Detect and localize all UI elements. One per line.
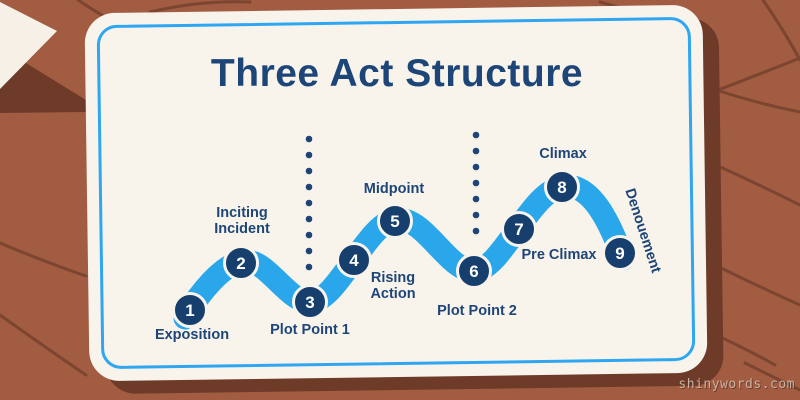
node-number: 2 bbox=[236, 253, 246, 273]
milestone-node-3: 3 bbox=[292, 284, 328, 320]
node-number: 6 bbox=[469, 261, 479, 281]
node-number: 1 bbox=[185, 300, 195, 320]
node-number: 4 bbox=[349, 250, 359, 270]
page-title: Three Act Structure bbox=[210, 52, 584, 95]
milestone-node-9: 9 bbox=[602, 235, 638, 271]
milestone-node-6: 6 bbox=[456, 253, 492, 289]
milestone-node-2: 2 bbox=[223, 245, 259, 281]
milestone-node-8: 8 bbox=[544, 169, 580, 205]
node-number: 9 bbox=[615, 243, 625, 263]
milestone-label-plot-point-2: Plot Point 2 bbox=[437, 303, 517, 319]
watermark: shinywords.com bbox=[678, 377, 795, 392]
milestone-label-climax: Climax bbox=[539, 146, 587, 162]
milestone-label-exposition: Exposition bbox=[154, 327, 230, 343]
milestone-label-plot-point-1: Plot Point 1 bbox=[270, 322, 350, 338]
milestone-label-inciting-incident: Inciting Incident bbox=[214, 205, 270, 237]
node-number: 7 bbox=[514, 219, 524, 239]
arrow-decoration bbox=[0, 2, 57, 89]
milestone-node-7: 7 bbox=[501, 211, 537, 247]
milestone-label-rising-action: Rising Action bbox=[370, 270, 416, 302]
milestone-label-midpoint: Midpoint bbox=[363, 181, 425, 197]
milestone-node-1: 1 bbox=[172, 292, 208, 328]
node-number: 3 bbox=[305, 292, 315, 312]
milestone-label-pre-climax: Pre Climax bbox=[521, 247, 597, 263]
milestone-node-5: 5 bbox=[377, 203, 413, 239]
node-number: 5 bbox=[390, 211, 400, 231]
node-number: 8 bbox=[557, 177, 567, 197]
